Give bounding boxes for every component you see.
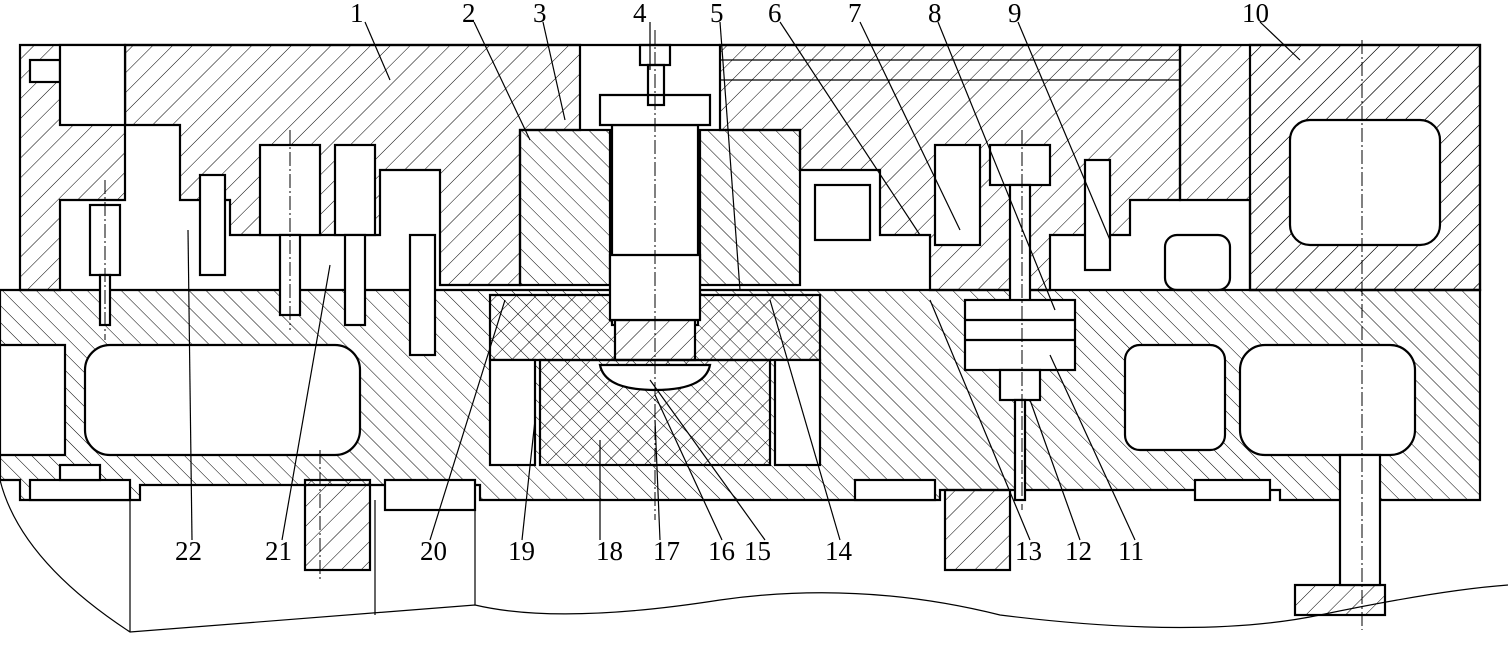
callouts-bottom: 22 21 20 19 18 17 16 15 14 13 12 11	[175, 536, 1144, 566]
callout-11: 11	[1118, 536, 1144, 566]
callout-9: 9	[1008, 0, 1022, 28]
callout-17: 17	[653, 536, 680, 566]
callout-13: 13	[1015, 536, 1042, 566]
callout-19: 19	[508, 536, 535, 566]
callout-7: 7	[848, 0, 862, 28]
callout-16: 16	[708, 536, 735, 566]
callout-10: 10	[1242, 0, 1269, 28]
callout-12: 12	[1065, 536, 1092, 566]
callout-6: 6	[768, 0, 782, 28]
leader-lines	[187, 21, 1301, 541]
callout-8: 8	[928, 0, 942, 28]
callout-4: 4	[633, 0, 647, 28]
callout-15: 15	[744, 536, 771, 566]
central-punch	[488, 43, 822, 467]
callouts-top: 1 2 3 4 5 6 7 8 9 10	[350, 0, 1269, 28]
callout-3: 3	[533, 0, 547, 28]
callout-5: 5	[710, 0, 724, 28]
ejector-assembly	[813, 143, 1112, 502]
callout-14: 14	[825, 536, 853, 566]
callout-22: 22	[175, 536, 202, 566]
callout-2: 2	[462, 0, 476, 28]
callout-1: 1	[350, 0, 364, 28]
callout-21: 21	[265, 536, 292, 566]
callout-18: 18	[596, 536, 623, 566]
clamps-and-base	[0, 453, 1508, 633]
callout-20: 20	[420, 536, 447, 566]
center-lines	[104, 30, 1363, 630]
